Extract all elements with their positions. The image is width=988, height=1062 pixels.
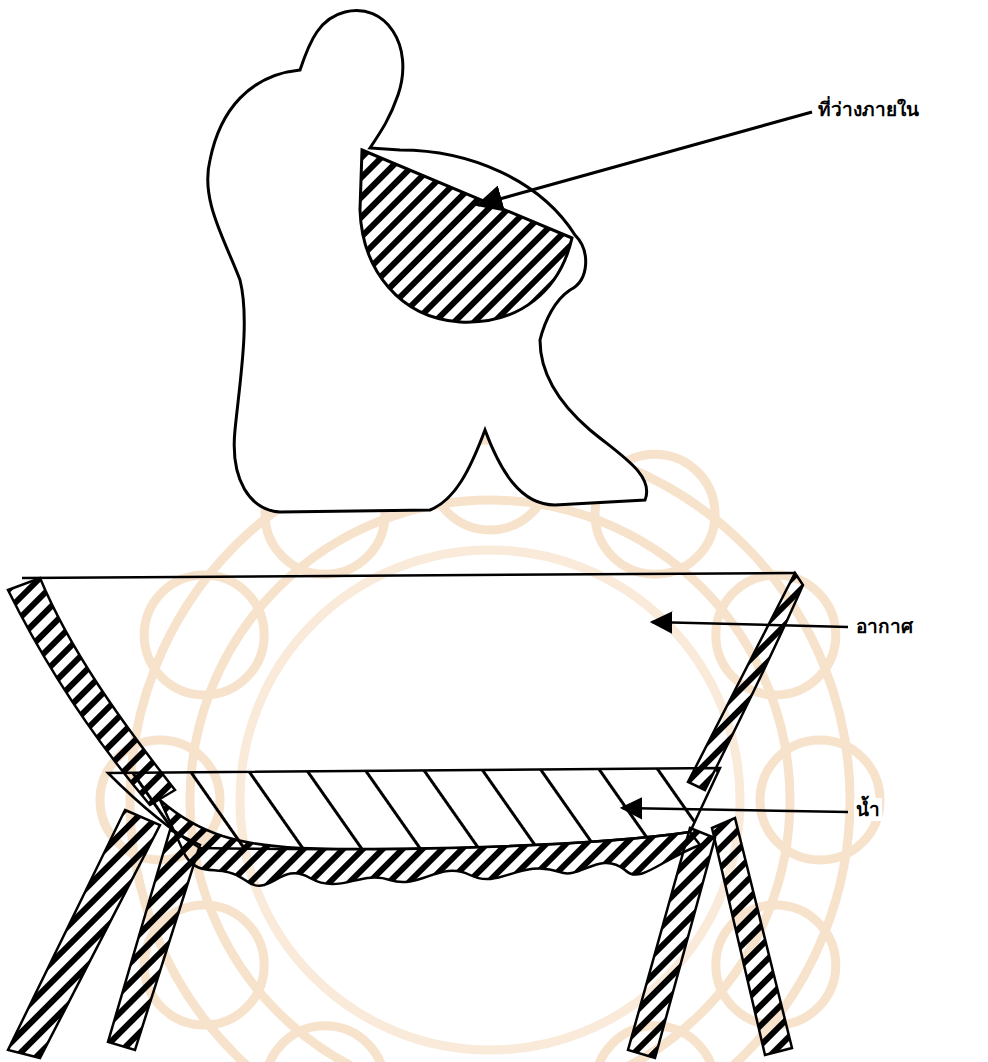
person-outline bbox=[208, 11, 647, 512]
inner-space bbox=[360, 150, 572, 322]
part-label: น้ำ bbox=[854, 798, 882, 821]
watermark bbox=[100, 410, 880, 1062]
leader-line bbox=[622, 808, 848, 812]
vessel bbox=[8, 573, 803, 1058]
watermark-petal bbox=[265, 1026, 385, 1062]
watermark-petal bbox=[144, 575, 264, 695]
part-label: อากาศ bbox=[854, 615, 915, 638]
part-label: ที่ว่างภายใน bbox=[816, 98, 921, 121]
leader-line bbox=[478, 112, 812, 205]
leader-line bbox=[652, 622, 848, 627]
